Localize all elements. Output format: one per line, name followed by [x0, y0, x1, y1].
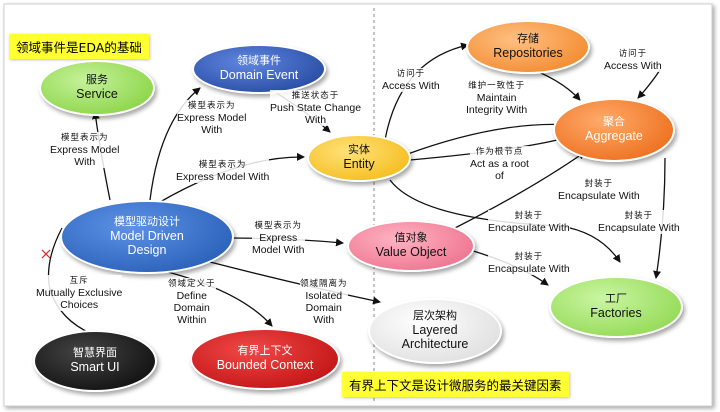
- label-access-repositories: 访问于 Access With: [382, 68, 440, 92]
- node-value-object-cn: 值对象: [394, 231, 428, 245]
- label-service-express: 模型表示为 Express Model With: [50, 132, 120, 168]
- node-value-object[interactable]: 值对象 Value Object: [347, 220, 475, 272]
- node-aggregate-cn: 聚合: [603, 115, 625, 129]
- node-smart-ui[interactable]: 智慧界面 Smart UI: [33, 330, 157, 392]
- label-event-express: 模型表示为 Express Model With: [177, 100, 247, 136]
- label-entity-express: 模型表示为 Express Model With: [176, 159, 270, 183]
- node-bounded-cn: 有界上下文: [237, 344, 293, 358]
- node-bounded-context[interactable]: 有界上下文 Bounded Context: [190, 328, 340, 390]
- node-service[interactable]: 服务 Service: [39, 60, 155, 116]
- node-service-cn: 服务: [86, 73, 108, 87]
- label-vo-express: 模型表示为 Express Model With: [252, 220, 305, 256]
- note-top: 领域事件是EDA的基础: [9, 34, 149, 59]
- node-domain-event[interactable]: 领域事件 Domain Event: [192, 44, 326, 94]
- node-model-driven-design[interactable]: 模型驱动设计 Model Driven Design: [60, 200, 234, 274]
- node-value-object-en: Value Object: [375, 245, 447, 260]
- node-mdd-en2: Design: [127, 243, 167, 258]
- edge-mdd-bounded: [159, 269, 273, 327]
- cross-icon: [41, 249, 51, 259]
- node-layered-en1: Layered: [412, 322, 458, 337]
- node-layered-en2: Architecture: [401, 337, 469, 352]
- label-isolated-domain: 领域隔离为 Isolated Domain With: [300, 278, 348, 326]
- edge-vo-aggregate: [454, 151, 586, 229]
- label-encapsulate-1: 封装于 Encapsulate With: [558, 178, 640, 202]
- note-bottom: 有界上下文是设计微服务的最关键因素: [342, 372, 569, 397]
- node-layered-architecture[interactable]: 层次架构 Layered Architecture: [368, 298, 502, 364]
- label-maintain-integrity: 维护一致性于 Maintain Integrity With: [466, 80, 528, 116]
- node-domain-event-cn: 领域事件: [237, 54, 281, 68]
- label-encapsulate-4: 封装于 Encapsulate With: [488, 251, 570, 275]
- label-mutually-exclusive: 互斥 Mutually Exclusive Choices: [36, 275, 123, 311]
- node-bounded-en: Bounded Context: [216, 358, 314, 373]
- label-define-domain: 领域定义于 Define Domain Within: [168, 278, 216, 326]
- node-layered-cn: 层次架构: [413, 309, 457, 323]
- node-mdd-cn: 模型驱动设计: [114, 215, 180, 229]
- node-factories-en: Factories: [590, 306, 642, 321]
- node-repositories-cn: 存储: [517, 32, 539, 46]
- node-entity-cn: 实体: [348, 143, 370, 157]
- label-encapsulate-2: 封装于 Encapsulate With: [488, 210, 570, 234]
- edge-mdd-event: [149, 87, 201, 201]
- node-aggregate-en: Aggregate: [585, 129, 643, 144]
- node-factories[interactable]: 工厂 Factories: [549, 276, 683, 338]
- label-act-as-root: 作为根节点 Act as a root of: [470, 146, 529, 182]
- node-domain-event-en: Domain Event: [219, 68, 299, 83]
- edge-access-aggregate: [637, 69, 661, 99]
- node-repositories-en: Repositories: [493, 46, 563, 61]
- node-smart-ui-en: Smart UI: [70, 360, 120, 375]
- node-entity-en: Entity: [343, 157, 375, 172]
- node-aggregate[interactable]: 聚合 Aggregate: [553, 98, 675, 162]
- label-push-state: 推送状态于 Push State Change With: [270, 90, 362, 126]
- label-access-aggregate: 访问于 Access With: [604, 48, 662, 72]
- node-repositories[interactable]: 存储 Repositories: [466, 20, 590, 74]
- node-factories-cn: 工厂: [605, 292, 627, 306]
- node-mdd-en1: Model Driven: [110, 228, 184, 243]
- edge-mdd-layered: [209, 261, 381, 305]
- label-encapsulate-3: 封装于 Encapsulate With: [598, 210, 680, 234]
- node-service-en: Service: [76, 87, 118, 102]
- node-entity[interactable]: 实体 Entity: [307, 134, 411, 182]
- node-smart-ui-cn: 智慧界面: [73, 346, 117, 360]
